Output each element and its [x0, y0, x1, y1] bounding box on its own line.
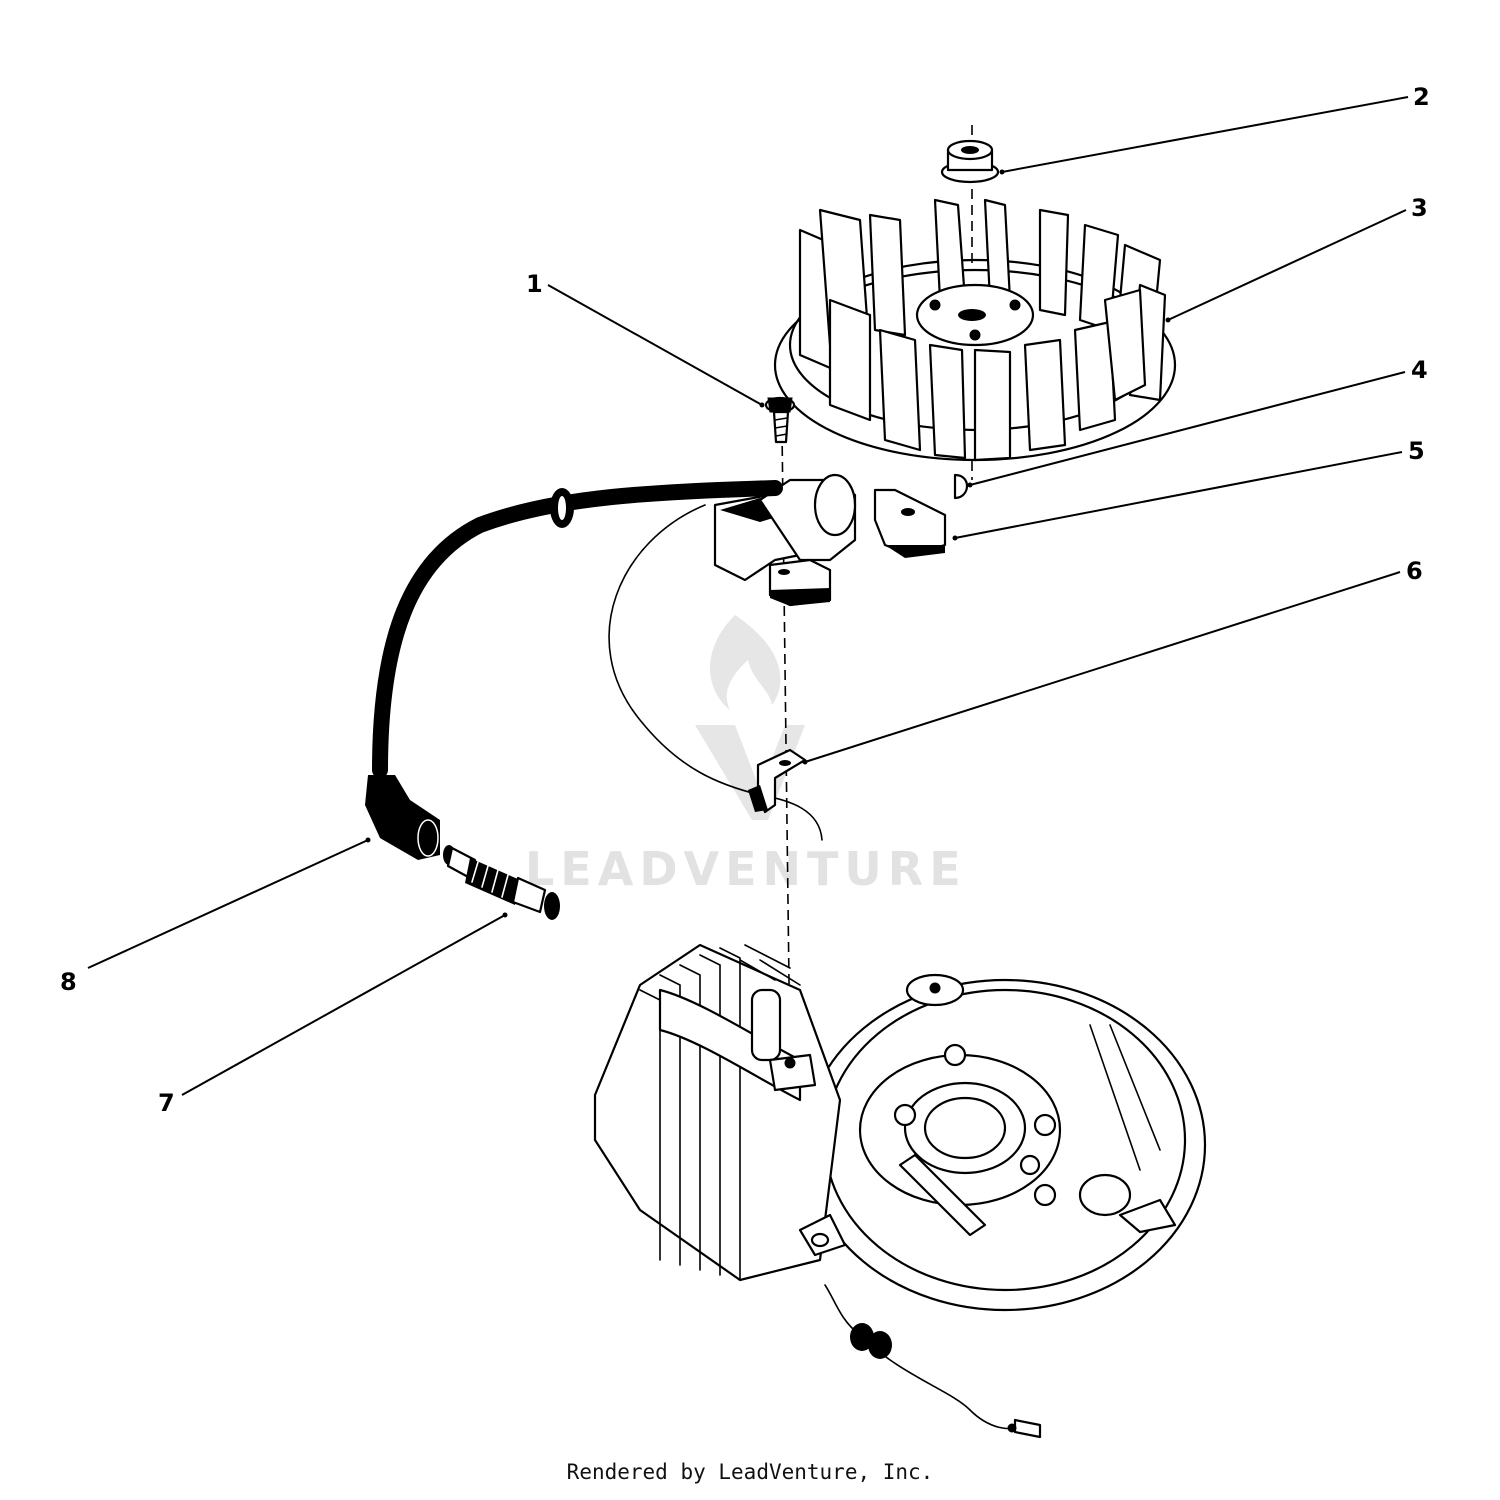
flange-nut	[940, 139, 1000, 184]
callout-leader-3	[1167, 209, 1407, 321]
cylinder-fins	[639, 944, 802, 1281]
callout-2: 2	[1413, 83, 1430, 111]
footer-credit: Rendered by LeadVenture, Inc.	[566, 1460, 934, 1484]
watermark: LEADVENTURE	[525, 615, 967, 896]
callout-leader-8	[87, 839, 369, 969]
flywheel-key	[953, 473, 969, 500]
callout-5: 5	[1408, 437, 1425, 465]
screw	[764, 396, 796, 444]
callout-4: 4	[1411, 356, 1428, 384]
watermark-v-icon	[695, 725, 805, 820]
callout-leader-2	[1001, 96, 1409, 173]
watermark-flame-icon	[710, 615, 781, 710]
callout-8: 8	[60, 968, 77, 996]
callout-1: 1	[526, 270, 543, 298]
ignition-module	[713, 473, 947, 607]
flywheel	[773, 198, 1177, 462]
callouts: 1 2 3 4 5 6 7 8	[60, 83, 1430, 1117]
callout-leader-4	[969, 371, 1406, 486]
callout-leader-1	[547, 284, 763, 406]
engine-block	[593, 943, 1207, 1312]
spark-plug-lead	[365, 480, 783, 860]
spark-plug	[443, 845, 560, 920]
callout-6: 6	[1406, 557, 1423, 585]
callout-leader-7	[181, 914, 506, 1096]
callout-7: 7	[158, 1089, 175, 1117]
flywheel-fins	[798, 198, 1167, 462]
ground-wire	[608, 504, 823, 841]
watermark-text: LEADVENTURE	[525, 842, 967, 896]
callout-leader-5	[954, 451, 1403, 539]
callout-3: 3	[1411, 194, 1428, 222]
callout-leader-6	[804, 571, 1401, 763]
kill-wire	[824, 1284, 1042, 1439]
ground-clip	[748, 748, 807, 814]
